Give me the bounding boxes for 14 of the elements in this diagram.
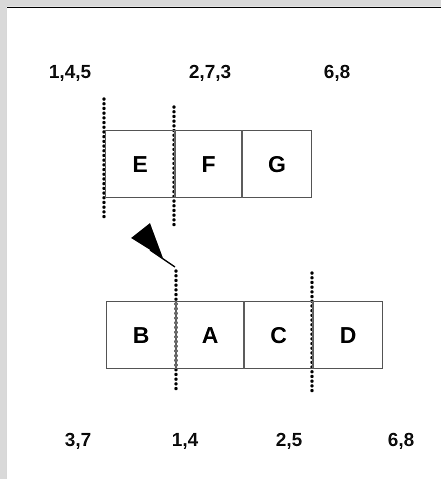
letter-cell: C — [244, 301, 313, 369]
letter-cell: E — [105, 130, 175, 198]
letter-cell: F — [175, 130, 242, 198]
number-label: 6,8 — [388, 430, 414, 452]
letter-cell: D — [313, 301, 383, 369]
letter-cell: B — [106, 301, 176, 369]
number-label: 6,8 — [324, 62, 350, 84]
number-label: 2,5 — [276, 430, 302, 452]
number-label: 3,7 — [64, 430, 92, 452]
number-label: 1,4,5 — [48, 62, 92, 84]
number-label: 2,7,3 — [188, 62, 232, 84]
letter-cell: A — [176, 301, 244, 369]
number-label: 1,4 — [172, 430, 198, 452]
letter-cell: G — [242, 130, 312, 198]
